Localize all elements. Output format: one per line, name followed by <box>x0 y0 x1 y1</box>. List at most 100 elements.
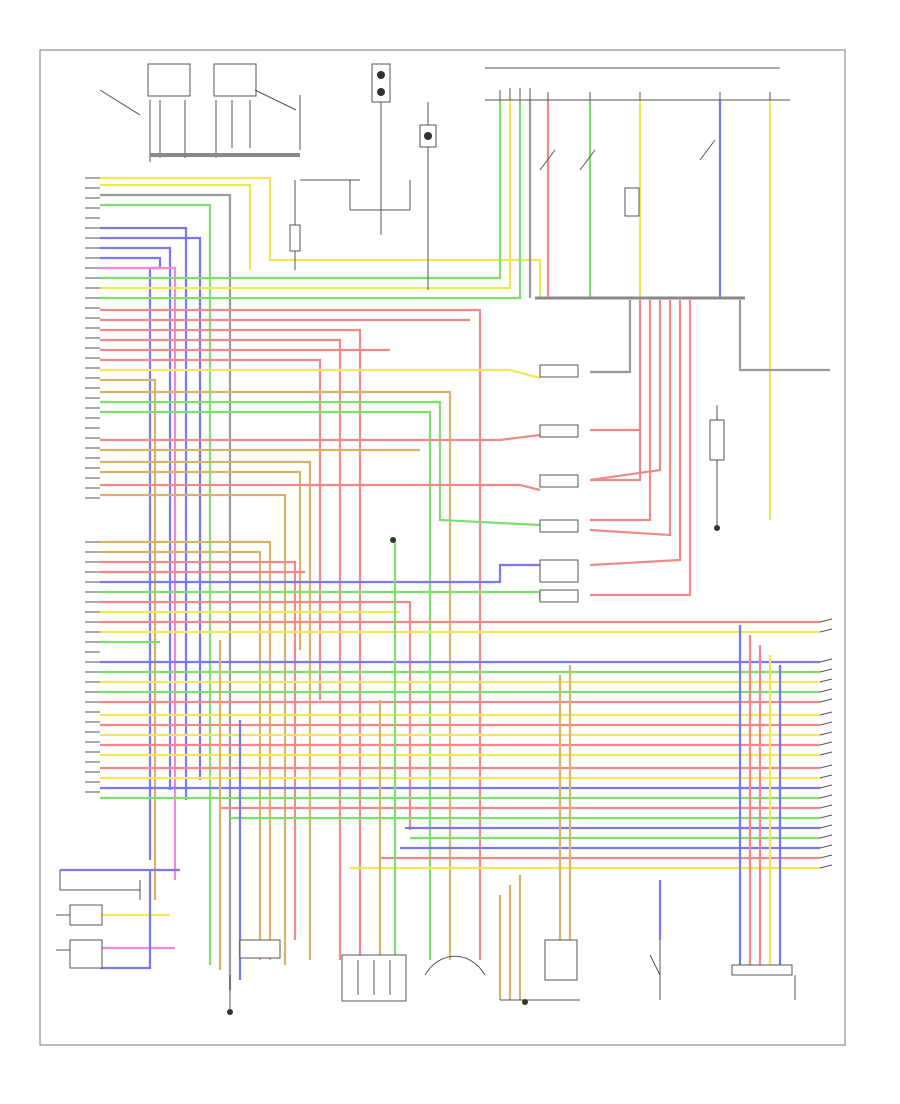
connector-bc-1 <box>239 939 281 959</box>
bottom-bus-splice <box>522 999 528 1005</box>
wire-end-20 <box>819 834 833 839</box>
wire-end-4 <box>819 668 833 673</box>
wire-4 <box>100 203 212 965</box>
wire-30 <box>100 540 272 960</box>
wire-86 <box>589 300 672 537</box>
wire-9 <box>100 266 177 880</box>
wire-end-14 <box>819 774 833 779</box>
top-sensors <box>99 63 437 290</box>
wire-20 <box>100 378 157 900</box>
rail-switches <box>539 139 716 171</box>
wire-18 <box>100 358 322 700</box>
wire-34 <box>100 563 540 584</box>
wire-end-19 <box>819 824 833 829</box>
switch-5 <box>539 559 579 583</box>
switch-1 <box>539 364 579 378</box>
sensor-bl-1 <box>69 904 103 926</box>
speed-sensor-coil <box>424 955 486 976</box>
pressure-sensor-right <box>213 63 257 97</box>
sensor-bl-leads <box>56 914 70 951</box>
wire-6 <box>100 236 202 780</box>
wire-end-12 <box>819 751 833 756</box>
wire-end-8 <box>819 711 833 716</box>
pressure-switch-ground <box>714 525 720 531</box>
relay-switch-loop <box>300 179 411 211</box>
wire-end-2 <box>819 628 833 633</box>
wire-31 <box>100 550 262 960</box>
bottom-center-components <box>341 939 796 1005</box>
relay-leads <box>380 102 429 290</box>
wire-94 <box>100 870 152 970</box>
wire-84 <box>590 300 652 522</box>
brake-switch <box>649 940 661 1000</box>
wire-91 <box>738 300 830 372</box>
wire-32 <box>100 560 297 940</box>
relay-top <box>371 63 391 103</box>
wire-87 <box>589 300 682 567</box>
wire-end-1 <box>819 618 833 623</box>
pressure-sensor-left <box>147 63 191 97</box>
wire-layer <box>60 100 830 1000</box>
switch-stack <box>390 364 725 603</box>
sensor-right-leads <box>215 100 251 158</box>
connector-bc-2 <box>544 939 578 981</box>
wire-end-17 <box>819 804 833 809</box>
wire-end-13 <box>819 764 833 769</box>
wire-end-11 <box>819 741 833 746</box>
wire-15 <box>100 328 362 960</box>
fuse-rail <box>485 67 790 300</box>
switch-2 <box>539 424 579 438</box>
center-splice <box>390 537 396 543</box>
wire-13 <box>100 308 482 960</box>
wire-end-10 <box>819 731 833 736</box>
wire-7 <box>100 246 172 790</box>
wire-26 <box>100 460 312 960</box>
wire-88 <box>590 300 692 597</box>
wire-end-5 <box>819 678 833 683</box>
wire-end-3 <box>819 658 833 663</box>
wire-10 <box>100 100 502 280</box>
wire-8 <box>100 256 162 860</box>
bl-ground-point <box>227 1009 233 1015</box>
bottom-left-components <box>56 870 281 1015</box>
switch-6 <box>539 589 579 603</box>
rail-fuse <box>624 187 640 217</box>
wire-end-16 <box>819 794 833 799</box>
wire-27 <box>100 470 302 650</box>
wire-1 <box>100 176 542 298</box>
wire-19 <box>100 368 541 380</box>
wire-end-22 <box>819 854 833 859</box>
connector-pins <box>85 177 100 793</box>
wire-end-23 <box>819 864 833 869</box>
wire-end-6 <box>819 688 833 693</box>
wire-11 <box>100 100 512 290</box>
wire-16 <box>100 338 342 960</box>
connector-br <box>731 964 793 976</box>
wire-5 <box>100 226 188 800</box>
switch-4 <box>539 519 579 533</box>
solenoid-valve-coils <box>357 960 391 995</box>
wire-end-7 <box>819 698 833 703</box>
wire-end-21 <box>819 844 833 849</box>
wire-12 <box>100 100 522 300</box>
wire-28 <box>100 483 541 492</box>
wire-85 <box>589 300 662 482</box>
wire-end-15 <box>819 784 833 789</box>
wire-21 <box>100 390 452 960</box>
relay-mid-diode <box>424 132 432 140</box>
wire-24 <box>100 433 541 442</box>
ground-circuit-1 <box>59 870 141 900</box>
wire-end-9 <box>819 721 833 726</box>
pressure-switch <box>709 419 725 461</box>
sensor-callouts <box>99 89 301 150</box>
fuse-top <box>289 224 301 252</box>
relay-top-diode <box>377 71 385 79</box>
wire-end-18 <box>819 814 833 819</box>
right-terminations <box>819 618 833 869</box>
sensor-left-leads <box>149 100 186 162</box>
sensor-bl-2 <box>69 939 103 969</box>
wire-29 <box>100 493 287 965</box>
switch-3 <box>539 474 579 488</box>
diagram-frame <box>39 49 846 1046</box>
